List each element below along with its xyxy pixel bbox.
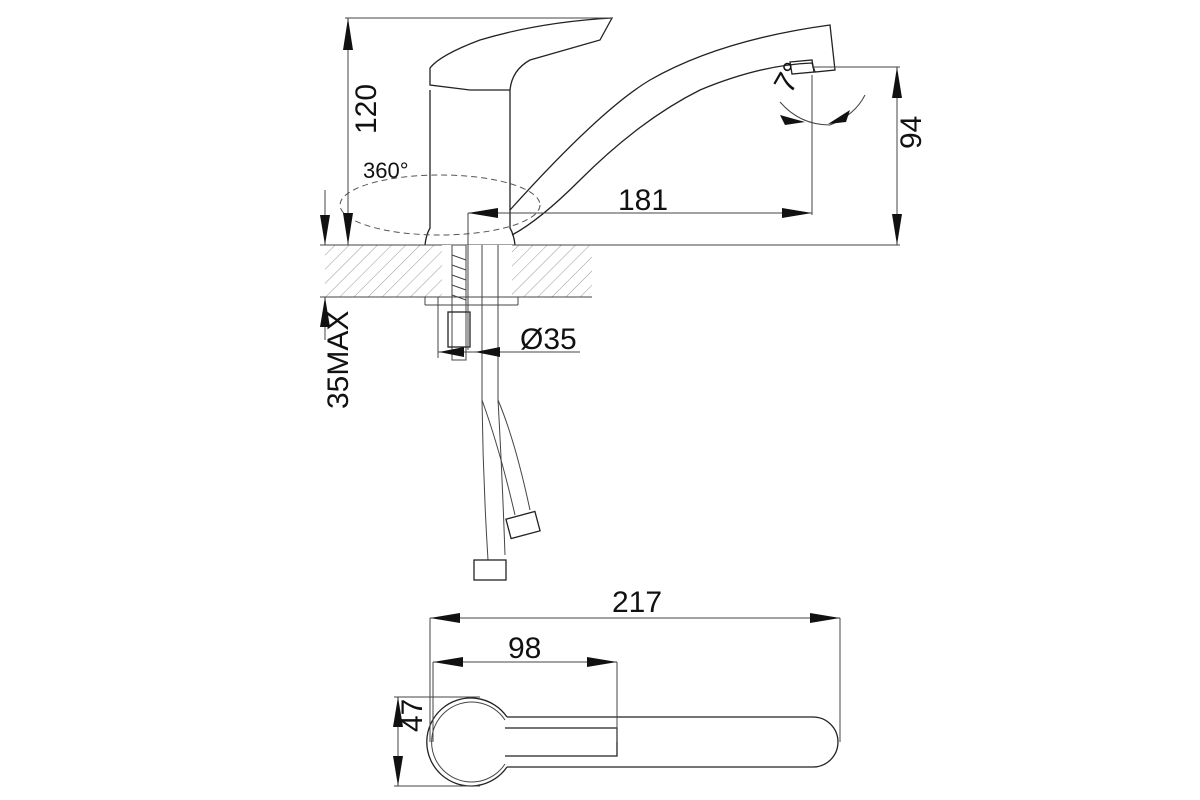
top-length-label: 217 [612, 586, 662, 619]
lever-handle [429, 17, 614, 91]
dimension-diameter: Ø35 [437, 297, 580, 358]
rotation-label: 360° [363, 158, 409, 183]
hole-diameter-label: Ø35 [520, 323, 577, 356]
dimension-47: 47 [393, 696, 480, 787]
dimension-181: 181 [467, 184, 812, 350]
top-handle-label: 98 [508, 632, 541, 665]
angle-arc [779, 94, 866, 126]
faucet-body [424, 90, 516, 246]
spout [509, 24, 836, 236]
aerator [789, 59, 815, 75]
hose-nut-2 [505, 510, 541, 540]
faucet-top-view [426, 697, 839, 787]
hose-1 [481, 245, 506, 561]
dimension-217: 217 [429, 586, 841, 742]
handle-top [505, 727, 618, 757]
hose-nut-1 [473, 559, 507, 581]
base-top [426, 697, 508, 787]
nut [447, 311, 471, 348]
threaded-stud [451, 244, 467, 361]
mounting-hardware [447, 244, 541, 581]
dimension-120: 120 [343, 17, 612, 245]
counter-thickness-label: 35MAX [322, 311, 355, 409]
spout-reach-label: 181 [618, 184, 668, 217]
spout-top [507, 716, 839, 768]
rotation-ellipse [339, 174, 541, 236]
hose-2 [481, 399, 531, 516]
spout-height-label: 94 [895, 116, 928, 149]
dimension-94: 94 [811, 66, 928, 245]
height-total-label: 120 [350, 84, 383, 134]
top-width-label: 47 [396, 699, 429, 732]
dimension-35max: 35MAX [320, 190, 355, 409]
countertop [320, 244, 900, 306]
dimension-98: 98 [432, 632, 618, 742]
